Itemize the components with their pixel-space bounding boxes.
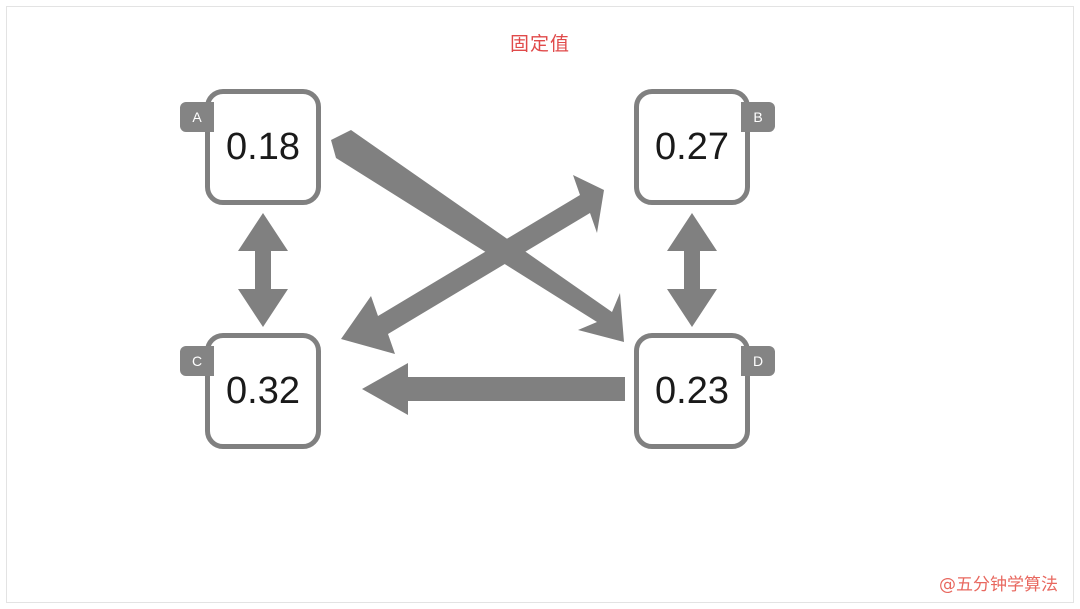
- node-a-value: 0.18: [226, 126, 300, 168]
- edge-d-c-arrow: [362, 363, 625, 415]
- node-b-tag: B: [741, 102, 775, 132]
- node-d-tag: D: [741, 346, 775, 376]
- edge-a-c-double-arrow: [238, 213, 288, 327]
- edge-c-b-double-arrow: [341, 175, 604, 354]
- node-c[interactable]: C 0.32: [180, 333, 321, 449]
- edge-a-d-arrow: [331, 130, 624, 342]
- node-c-tag: C: [180, 346, 214, 376]
- edge-b-d-double-arrow: [667, 213, 717, 327]
- node-b[interactable]: B 0.27: [634, 89, 775, 205]
- node-c-value: 0.32: [226, 370, 300, 412]
- node-d-value: 0.23: [655, 370, 729, 412]
- node-b-value: 0.27: [655, 126, 729, 168]
- page-title: 固定值: [509, 33, 570, 55]
- node-a[interactable]: A 0.18: [180, 89, 321, 205]
- node-d[interactable]: D 0.23: [634, 333, 775, 449]
- node-a-tag: A: [180, 102, 214, 132]
- watermark: @五分钟学算法: [939, 575, 1058, 595]
